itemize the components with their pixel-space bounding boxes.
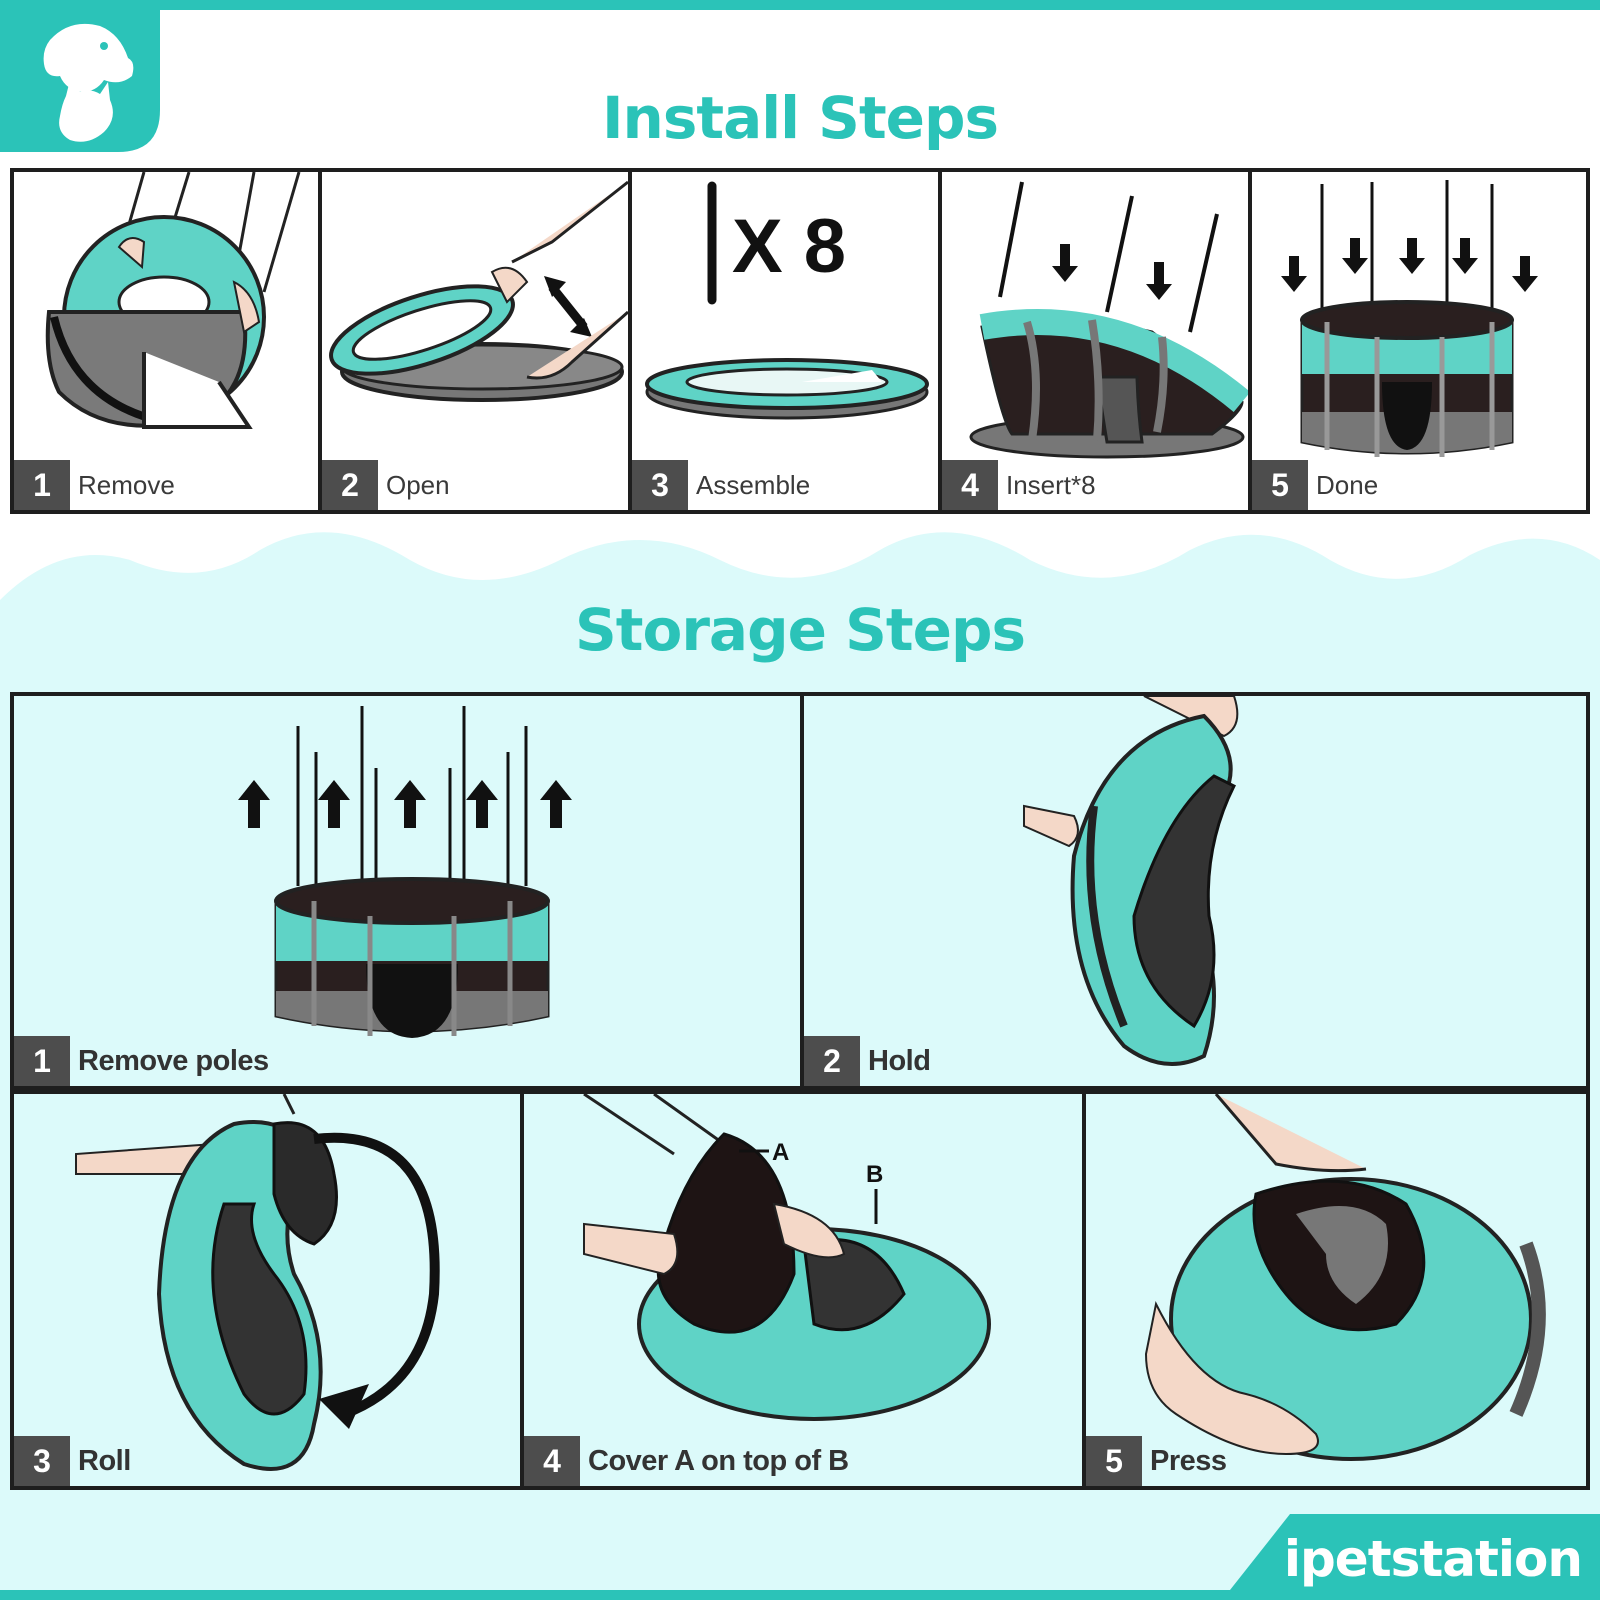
- install-step-4-tag: 4 Insert*8: [942, 460, 1096, 510]
- install-step-4-panel: 4 Insert*8: [938, 168, 1252, 514]
- step-label: Insert*8: [1006, 469, 1096, 500]
- install-step-5-tag: 5 Done: [1252, 460, 1378, 510]
- step-label: Assemble: [696, 469, 811, 500]
- storage-step-1-tag: 1 Remove poles: [14, 1036, 269, 1086]
- install-step-3-panel: X 8 3 Assemble: [628, 168, 942, 514]
- up-arrow-icon: [540, 780, 572, 828]
- install-steps-heading: Install Steps: [601, 84, 999, 152]
- dog-cat-icon: [43, 23, 134, 142]
- step-number: 2: [322, 460, 378, 510]
- step-number: 1: [14, 1036, 70, 1086]
- storage-step-4-tag: 4 Cover A on top of B: [524, 1436, 849, 1486]
- step-label: Roll: [78, 1444, 131, 1477]
- step-number: 1: [14, 460, 70, 510]
- assemble-illustration: X 8: [645, 181, 929, 420]
- storage-steps-heading: Storage Steps: [574, 596, 1026, 664]
- pole-count-callout: X 8: [732, 204, 846, 289]
- pet-logo-badge: [0, 0, 160, 152]
- step-label: Press: [1150, 1444, 1227, 1477]
- storage-step-2-panel: 2 Hold: [800, 692, 1590, 1090]
- step-number: 2: [804, 1036, 860, 1086]
- storage-step-1-panel: 1 Remove poles: [10, 692, 804, 1090]
- cover-a-on-b-illustration: A B: [583, 1094, 991, 1421]
- down-arrow-icon: [1146, 262, 1172, 300]
- storage-step-2-tag: 2 Hold: [804, 1036, 931, 1086]
- step-number: 5: [1252, 460, 1308, 510]
- install-step-2-panel: 2 Open: [318, 168, 632, 514]
- brand-tab: [1230, 1514, 1600, 1590]
- step-number: 4: [942, 460, 998, 510]
- step-number: 4: [524, 1436, 580, 1486]
- down-arrow-icon: [1052, 244, 1078, 282]
- storage-step-5-panel: 5 Press: [1082, 1090, 1590, 1490]
- brand-name: ipetstation: [1283, 1530, 1583, 1588]
- install-step-5-panel: 5 Done: [1248, 168, 1590, 514]
- roll-illustration: [75, 1094, 440, 1471]
- storage-step-5-tag: 5 Press: [1086, 1436, 1227, 1486]
- top-accent-bar: [0, 0, 1600, 10]
- step-number: 5: [1086, 1436, 1142, 1486]
- remove-bag-illustration: [45, 172, 301, 429]
- hold-illustration: [1023, 696, 1239, 1066]
- down-arrow-icon: [1342, 238, 1368, 274]
- marker-b-label: B: [866, 1161, 883, 1188]
- open-bag-illustration: [329, 180, 628, 402]
- step-label: Open: [386, 469, 450, 500]
- install-step-3-tag: 3 Assemble: [632, 460, 810, 510]
- insert-poles-illustration: [969, 181, 1248, 459]
- step-number: 3: [632, 460, 688, 510]
- up-arrow-icon: [238, 780, 270, 828]
- storage-step-3-tag: 3 Roll: [14, 1436, 131, 1486]
- install-step-2-tag: 2 Open: [322, 460, 450, 510]
- step-label: Remove: [78, 469, 175, 500]
- step-number: 3: [14, 1436, 70, 1486]
- install-step-1-tag: 1 Remove: [14, 460, 175, 510]
- storage-step-4-panel: A B 4 Cover A on top of B: [520, 1090, 1086, 1490]
- up-arrow-icon: [318, 780, 350, 828]
- remove-poles-illustration: [238, 706, 572, 1038]
- down-arrow-icon: [1452, 238, 1478, 274]
- step-label: Hold: [868, 1044, 931, 1077]
- step-label: Cover A on top of B: [588, 1444, 849, 1477]
- marker-a-label: A: [772, 1139, 789, 1166]
- done-illustration: [1281, 180, 1538, 457]
- bottom-accent-bar: [0, 1590, 1600, 1600]
- up-arrow-icon: [466, 780, 498, 828]
- storage-step-3-panel: 3 Roll: [10, 1090, 524, 1490]
- step-label: Done: [1316, 469, 1379, 500]
- install-step-1-panel: 1 Remove: [10, 168, 322, 514]
- down-arrow-icon: [1399, 238, 1425, 274]
- down-arrow-icon: [1512, 256, 1538, 292]
- step-label: Remove poles: [78, 1044, 269, 1077]
- up-arrow-icon: [394, 780, 426, 828]
- down-arrow-icon: [1281, 256, 1307, 292]
- press-illustration: [1144, 1094, 1546, 1461]
- curved-arrow-icon: [319, 1384, 369, 1429]
